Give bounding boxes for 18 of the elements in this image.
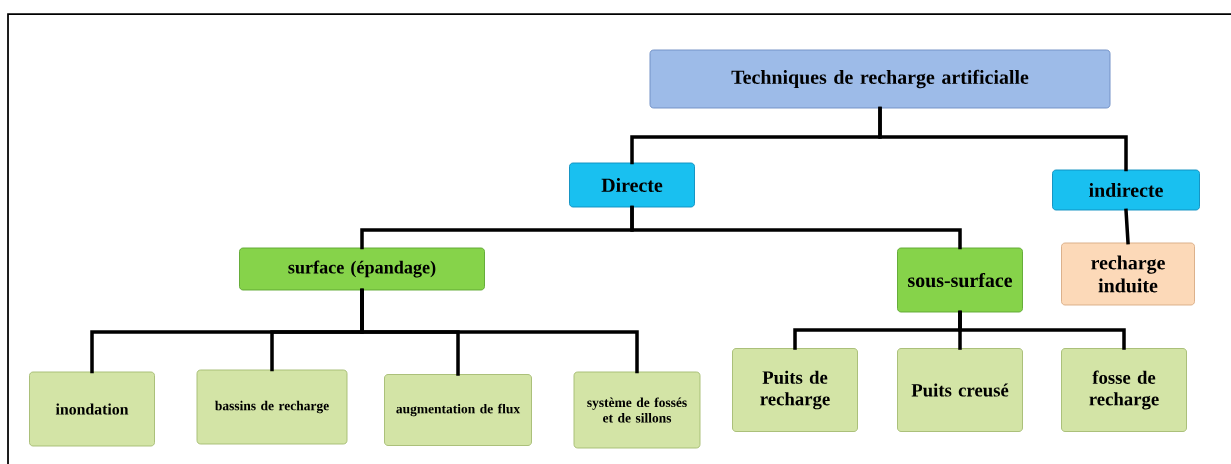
technique-box: recharge induite [1061, 242, 1195, 306]
connector-line [878, 106, 1128, 172]
technique-box: Puits de recharge [732, 348, 858, 432]
connector-line [630, 205, 962, 250]
connector-line [958, 310, 1126, 350]
technique-box: Puits creusé [897, 348, 1023, 432]
technique-box: inondation [29, 371, 155, 447]
connector-line [360, 288, 639, 374]
connector-line [1124, 208, 1130, 245]
technique-box: bassins de recharge [196, 369, 348, 445]
technique-box: fosse de recharge [1061, 348, 1187, 432]
category-box: surface (épandage) [239, 247, 485, 291]
category-box: sous-surface [897, 247, 1023, 313]
category-box: indirecte [1052, 169, 1200, 211]
title-box: Techniques de recharge artificialle [649, 49, 1111, 109]
category-box: Directe [569, 162, 695, 208]
technique-box: système de fossés et de sillons [573, 371, 701, 449]
technique-box: augmentation de flux [384, 374, 532, 446]
